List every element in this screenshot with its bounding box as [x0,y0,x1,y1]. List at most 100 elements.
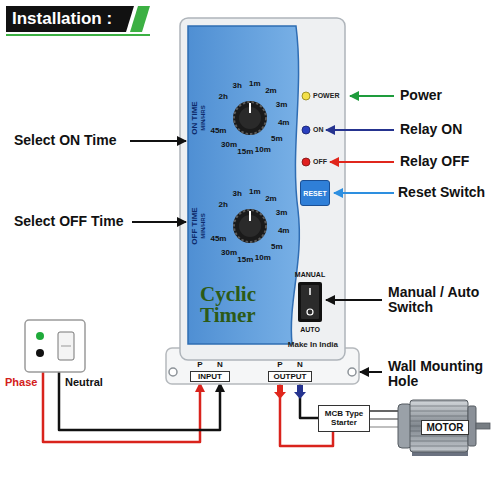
motor-drawing [476,423,490,429]
rocker-switch [307,309,313,315]
title-tab [6,34,150,36]
rocker-switch [298,282,322,322]
leader-arrow [326,299,382,301]
dial-scale-number: 2h [219,201,228,210]
node-text: OUTPUT [274,373,307,381]
motor-drawing [468,406,476,446]
leader-arrow [334,192,394,194]
timer-housing-drawing [188,26,299,344]
switch-position-label: MANUAL [295,271,325,279]
dial-scale-number: 3h [233,190,242,199]
dial-scale-number: 15m [237,147,253,156]
leader-arrow [130,140,186,142]
wall-switch-drawing [58,332,74,360]
motor: MOTOR [398,398,492,456]
indicator-led [302,92,310,100]
dial-scale-number: 2h [219,93,228,102]
dial-caption: MIN/HRS [200,213,207,238]
terminal-pin-label: N [297,361,303,370]
leader-arrow [326,129,394,131]
node-text: RESET [303,190,326,197]
dial-scale-number: 2m [265,195,277,204]
led-label: OFF [313,158,327,166]
dial-scale-number: 4m [278,118,290,127]
dial-scale-number: 3m [276,101,288,110]
wall-switch-drawing [25,320,85,372]
terminal-arrow [294,385,306,399]
callout-label: Power [400,88,442,103]
wall-switch: PhaseNeutral [25,320,85,372]
rocker-switch [301,285,319,319]
callout-label: Manual / Auto Switch [388,285,492,316]
title: Installation : [6,6,130,32]
leader-arrow [330,161,394,163]
dial-caption: OFF TIME [191,207,200,244]
callout-label: Relay OFF [400,154,469,169]
terminal-pin-label: N [217,361,223,370]
wire [370,411,398,427]
node-text: MOTOR [421,420,468,435]
callout-label: Wall Mounting Hole [388,359,492,390]
node-text: INPUT [198,373,222,381]
dial-scale-number: 45m [210,126,226,135]
output-terminal: OUTPUT [268,371,312,382]
timer-housing-drawing [166,18,359,384]
indicator-led [302,126,310,134]
wall-switch-drawing [25,320,85,372]
wire-strand [370,410,398,412]
switch-position-label: AUTO [300,326,320,334]
rocker-switch [309,288,311,295]
title-tab [130,6,150,32]
node-text: Make In India [288,340,338,349]
leader-arrow [350,95,394,97]
dial-scale-number: 30m [221,140,237,149]
node-text: MCB Type Starter [319,410,369,427]
dial-scale-number: 1m [249,188,261,197]
terminal-pin-label: P [277,361,282,370]
dial-knob [249,211,251,221]
leader-arrow [132,221,186,223]
timer-housing-drawing [348,368,356,376]
dial-scale-number: 5m [271,135,283,144]
leader-arrow [130,96,394,372]
dial-caption: MIN/HRS [200,105,207,130]
wire-strand [370,418,398,420]
title-tab [6,6,134,32]
callout-label: Select ON Time [14,133,116,148]
dial-caption: ON TIME [191,101,200,134]
timer-housing-drawing [169,368,177,376]
node-text: Phase [5,376,37,388]
dial-scale-number: 10m [255,145,271,154]
indicator-led [302,92,310,166]
rocker-switch [298,282,322,322]
dial-scale-number: 4m [278,226,290,235]
dial-scale-number: 3m [276,209,288,218]
dial-scale-number: 2m [265,87,277,96]
indicator-led [302,158,310,166]
dial-knob [233,209,267,243]
wire-strand [370,426,398,428]
callout-label: Reset Switch [398,185,485,200]
timer-housing-drawing [180,18,345,360]
callout-label: Relay ON [400,122,462,137]
motor-drawing [410,400,468,452]
dial-scale-number: 30m [221,248,237,257]
dial-knob [234,102,266,134]
dial-scale-number: 5m [271,243,283,252]
dial-knob [234,210,266,242]
led-label: POWER [313,92,339,100]
dial-knob [233,101,267,135]
wall-switch-drawing [36,332,44,340]
node-text: Neutral [65,376,103,388]
terminal-arrow [274,385,286,399]
dial-scale-number: 10m [255,253,271,262]
terminal-arrow [274,385,306,399]
dial-knob [249,103,251,113]
title-tab [6,6,150,36]
dial-scale-number: 15m [237,255,253,264]
motor-drawing [398,400,490,456]
input-terminal: INPUT [190,371,230,382]
wall-switch-drawing [61,346,71,347]
